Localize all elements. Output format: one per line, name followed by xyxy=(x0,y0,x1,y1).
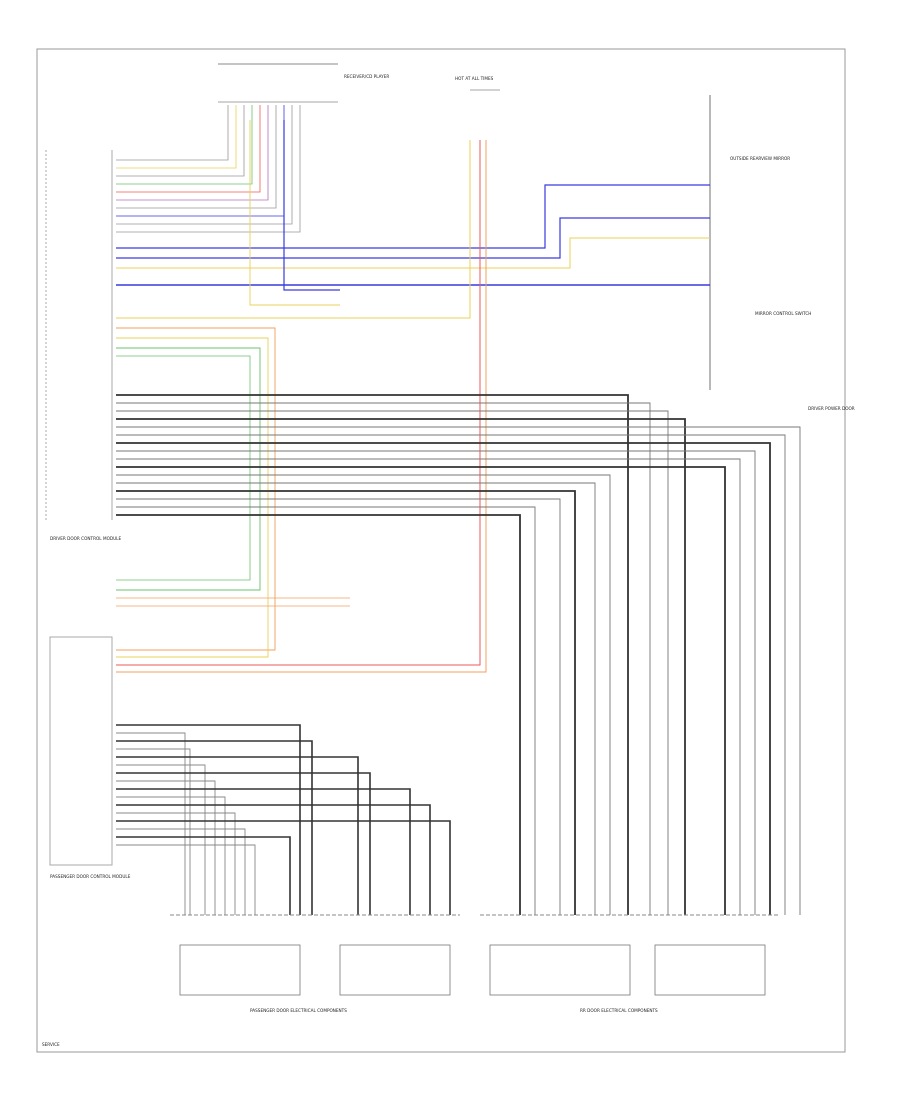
mirror-bottom-label: MIRROR CONTROL SWITCH xyxy=(755,311,811,316)
fuse-label: HOT AT ALL TIMES xyxy=(455,76,494,81)
loop-yellow xyxy=(116,337,269,658)
bus-wire xyxy=(116,434,786,915)
bus-wire xyxy=(116,410,669,915)
lower-wire xyxy=(116,780,216,915)
fuse-feed-red xyxy=(116,140,481,666)
bus-wire xyxy=(116,482,596,915)
head-unit-wire xyxy=(116,105,285,217)
bus-wire xyxy=(116,426,801,915)
bus-wire xyxy=(116,418,686,915)
head-unit-wire xyxy=(116,105,301,233)
vertical-blue xyxy=(283,120,340,291)
head-unit-wire xyxy=(116,105,229,161)
bus-wire xyxy=(116,506,536,915)
head-unit-label: RECEIVER/CD PLAYER xyxy=(344,74,389,79)
bus-wire xyxy=(116,402,651,915)
bottom-right-caption: RR DOOR ELECTRICAL COMPONENTS xyxy=(580,1008,658,1013)
diagram-frame xyxy=(36,48,846,1053)
head-unit-wire xyxy=(116,105,245,177)
bus-wire xyxy=(116,466,726,915)
fuse-feed-orange xyxy=(116,140,487,673)
loop-orange-1 xyxy=(116,327,276,651)
lower-wire xyxy=(116,772,371,915)
lower-wire xyxy=(116,788,411,915)
loop-green-2 xyxy=(116,355,251,581)
fuse-feed-yellow xyxy=(116,140,471,319)
mirror-wire-blue-2 xyxy=(116,217,710,259)
lower-wire xyxy=(116,844,256,915)
lower-module-box xyxy=(49,636,113,866)
bottom-right-components: RR DOOR ELECTRICAL COMPONENTS xyxy=(480,914,780,1013)
lower-wire xyxy=(116,748,191,915)
mirror-wire-yellow xyxy=(116,237,710,269)
head-unit-wire xyxy=(116,105,277,209)
head-unit-wire xyxy=(116,105,253,185)
lower-wire xyxy=(116,756,359,915)
bus-wire xyxy=(116,450,756,915)
bus-wire xyxy=(116,490,576,915)
lower-wire xyxy=(116,764,206,915)
lower-wire xyxy=(116,820,451,915)
head-unit-wire xyxy=(116,105,237,169)
head-unit-wire xyxy=(116,105,269,201)
lower-wire xyxy=(116,828,246,915)
bus-wire xyxy=(116,394,629,915)
lower-wire xyxy=(116,724,301,915)
lower-wire xyxy=(116,796,226,915)
corner-tag: SERVICE xyxy=(42,1042,60,1047)
right-side-label: DRIVER POWER DOOR xyxy=(808,406,855,411)
lower-wire xyxy=(116,812,236,915)
loop-green xyxy=(116,347,261,591)
lower-wire xyxy=(116,804,431,915)
mirror-top-label: OUTSIDE REARVIEW MIRROR xyxy=(730,156,790,161)
bus-wire xyxy=(116,442,771,915)
vertical-yellow xyxy=(249,120,340,306)
lower-wire xyxy=(116,836,291,915)
lower-wire xyxy=(116,740,313,915)
dark-wire-group xyxy=(116,394,801,915)
lower-wire-group xyxy=(116,724,451,915)
head-unit-wire xyxy=(116,105,293,225)
lower-wire xyxy=(116,732,186,915)
left-module-label: DRIVER DOOR CONTROL MODULE xyxy=(50,536,121,541)
bus-wire xyxy=(116,458,741,915)
bus-wire xyxy=(116,474,611,915)
bottom-left-components: PASSENGER DOOR ELECTRICAL COMPONENTS xyxy=(170,914,460,1013)
bus-wire xyxy=(116,498,561,915)
bottom-left-caption: PASSENGER DOOR ELECTRICAL COMPONENTS xyxy=(250,1008,347,1013)
mirror-wire-blue-1 xyxy=(116,184,710,249)
colored-wire-group xyxy=(116,105,710,673)
lower-module-label: PASSENGER DOOR CONTROL MODULE xyxy=(50,874,131,879)
bus-wire xyxy=(116,514,521,915)
head-unit-wire xyxy=(116,105,261,193)
